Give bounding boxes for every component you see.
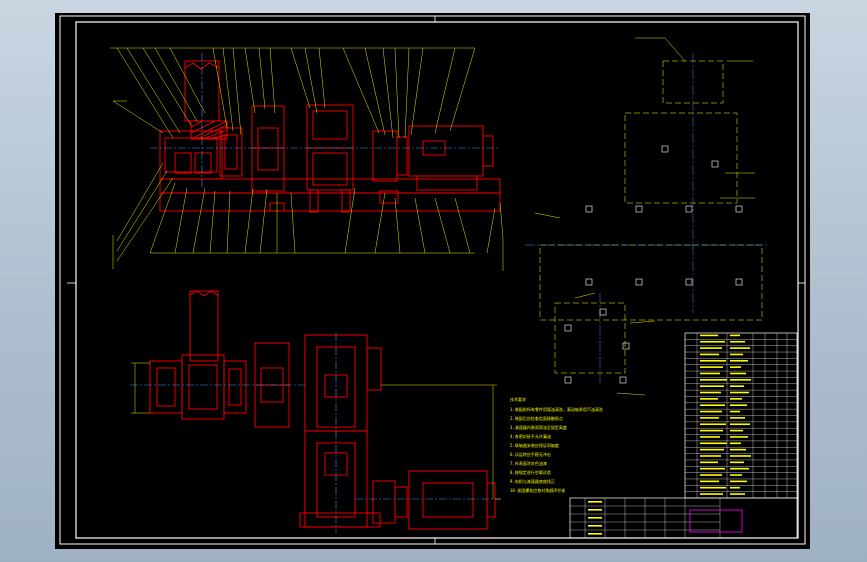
tech-req-line-10: 10.紧固螺栓应按对角顺序拧紧 [510,487,565,493]
title-block-cell-mark [588,517,602,519]
parts-list-cell-mark [700,417,719,419]
parts-list-cell-mark [700,366,723,368]
parts-list-cell-mark [730,480,747,483]
parts-list-cell-mark [730,353,743,356]
outer-frame [59,15,806,545]
drawing-viewport[interactable]: 技术要求 1.装配前所有零件用煤油清洗，滚动轴承用汽油清洗 2.装配后应检查齿面… [55,13,810,549]
parts-list-cell-mark [730,391,749,394]
frame-ticks [67,16,805,544]
parts-list-cell-mark [700,461,718,464]
parts-list-cell-mark [730,436,748,438]
parts-list-cell-mark [700,493,723,495]
parts-list-cell-mark [700,448,724,451]
tech-req-line-5: 5.联轴器安装应保证同轴度 [510,442,559,448]
parts-list-cell-mark [700,398,718,400]
parts-list-cell-mark [730,429,743,432]
tech-req-line-6: 6.试运转应平稳无冲击 [510,451,551,457]
parts-list-cell-mark [730,486,740,489]
parts-list-cell-mark [700,372,720,375]
parts-list-cell-mark [700,480,719,483]
front-elevation-view [110,47,504,271]
title-block-stamp [689,509,743,533]
title-block-cell-mark [588,533,602,535]
parts-list-cell-mark [730,423,750,426]
title-block-cell-mark [588,501,602,503]
parts-list-cell-mark [730,340,745,343]
tech-req-line-4: 4.各密封处不允许漏油 [510,433,551,439]
title-block-frame [569,497,798,539]
plan-view [130,290,501,533]
tech-req-line-7: 7.外表面涂灰色油漆 [510,460,547,466]
parts-list-cell-mark [700,379,727,381]
parts-list-cell-mark [700,442,727,445]
parts-list-cell-mark [700,455,721,457]
inner-frame [75,21,799,539]
parts-list-cell-mark [730,372,746,375]
parts-list-cell-mark [730,467,749,470]
foundation-plan [525,37,767,396]
parts-list-cell-mark [700,429,723,432]
parts-list [684,332,798,499]
parts-list-cell-mark [730,334,740,337]
parts-list-cell-mark [730,493,745,495]
parts-list-cell-mark [700,359,726,362]
parts-list-cell-mark [730,398,742,400]
parts-list-cell-mark [730,366,741,368]
tech-req-line-9: 9.电机与减速器底座找正 [510,478,555,484]
parts-list-cell-mark [700,404,725,407]
parts-list-cell-mark [700,423,726,426]
parts-list-cell-mark [730,474,742,476]
parts-list-cell-mark [730,359,748,362]
parts-list-cell-mark [730,379,751,381]
title-block-cell-mark [588,509,602,511]
parts-list-cell-mark [700,353,719,356]
parts-list-cell-mark [730,461,744,464]
parts-list-cell-mark [700,467,725,470]
tech-req-line-1: 1.装配前所有零件用煤油清洗，滚动轴承用汽油清洗 [510,406,603,412]
parts-list-cell-mark [730,404,747,407]
title-block-cell-mark [588,525,602,527]
technical-requirements: 技术要求 1.装配前所有零件用煤油清洗，滚动轴承用汽油清洗 2.装配后应检查齿面… [510,396,603,493]
parts-list-cell-mark [730,347,750,349]
parts-list-cell-mark [730,417,745,419]
tech-req-line-8: 8.按规定进行空载试验 [510,469,551,475]
parts-list-cell-mark [730,448,746,451]
parts-list-cell-mark [700,347,722,349]
parts-list-cell-mark [700,410,722,413]
parts-list-cell-mark [700,486,726,489]
parts-list-cell-mark [700,391,721,394]
parts-list-cell-mark [700,474,722,476]
title-block [569,497,798,539]
parts-list-cell-mark [730,442,741,445]
tech-req-line-3: 3.减速器内装润滑油至规定高度 [510,424,567,430]
parts-list-cell-mark [730,385,744,387]
parts-list-cell-mark [700,340,725,343]
parts-list-cell-mark [700,436,720,438]
parts-list-cell-mark [700,385,724,387]
tech-req-line-2: 2.装配后应检查齿面接触斑点 [510,415,563,421]
parts-list-cell-mark [730,455,751,457]
cad-drawing-canvas: 技术要求 1.装配前所有零件用煤油清洗，滚动轴承用汽油清洗 2.装配后应检查齿面… [59,15,806,545]
tech-req-heading: 技术要求 [510,396,526,402]
parts-list-cell-mark [730,410,740,413]
parts-list-cell-mark [700,334,718,337]
